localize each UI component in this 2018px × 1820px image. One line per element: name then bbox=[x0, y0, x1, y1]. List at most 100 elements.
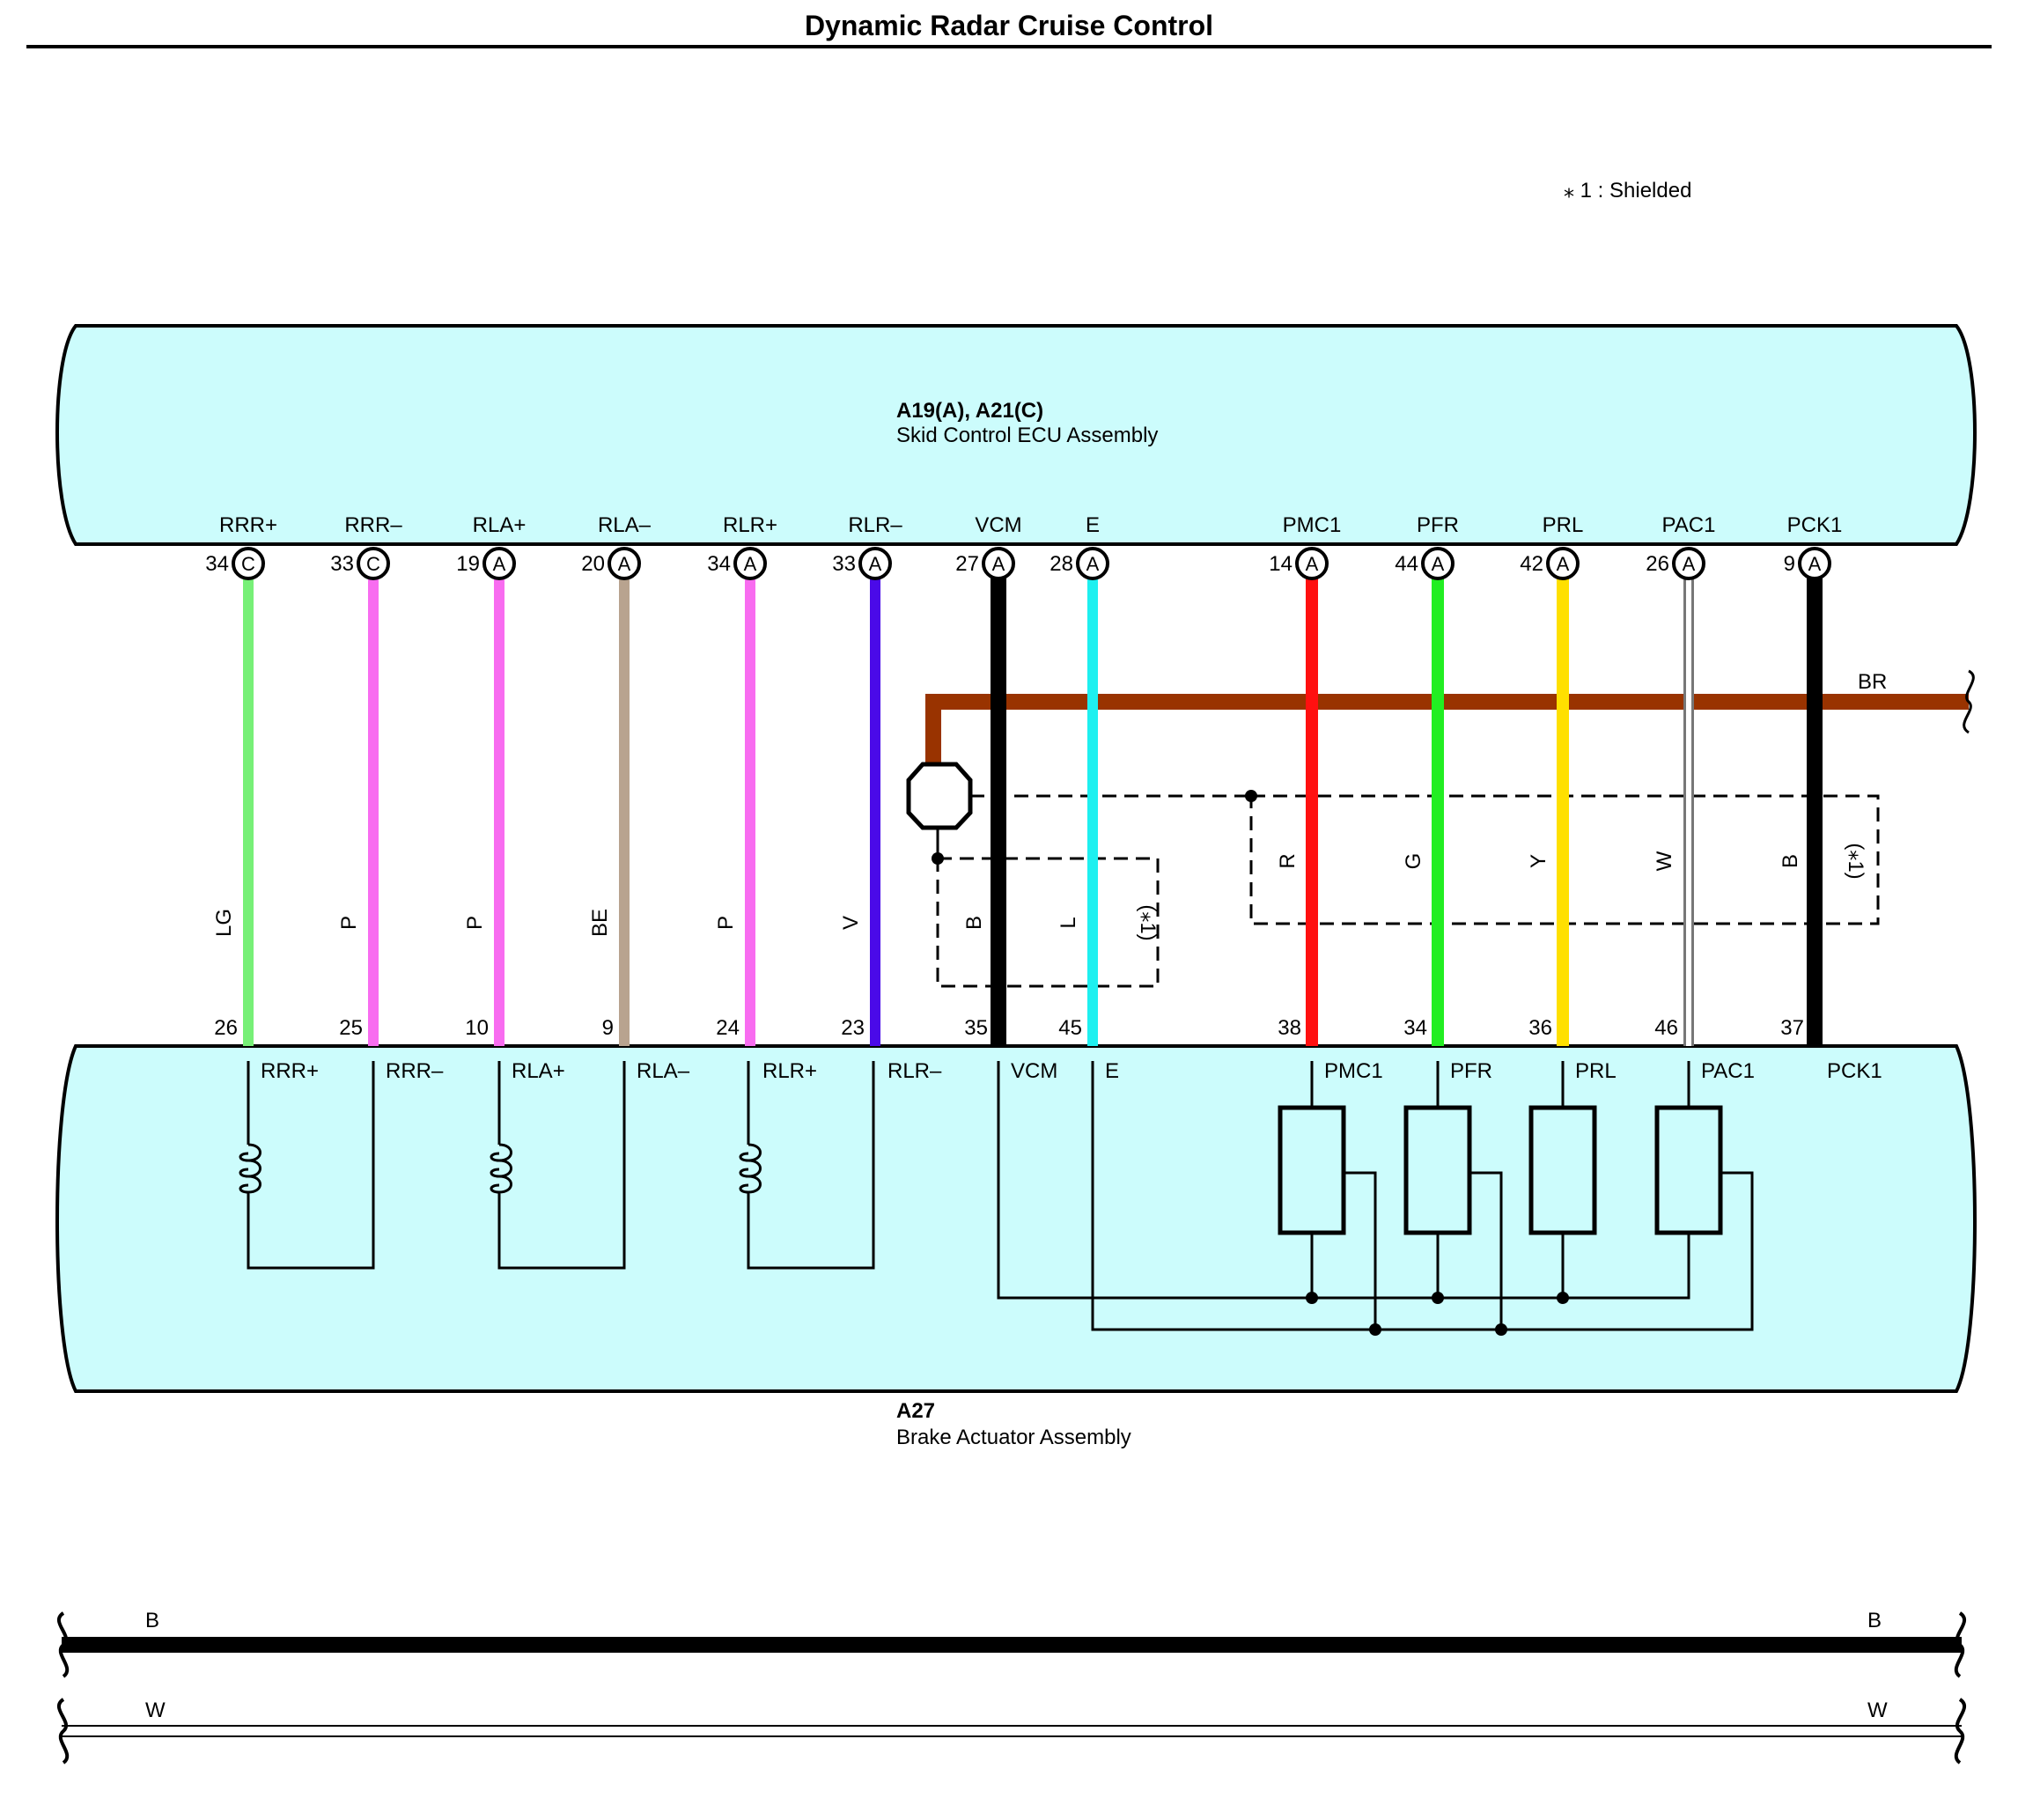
connector-pin-icon bbox=[1076, 547, 1109, 580]
connector-letter: C bbox=[241, 553, 255, 575]
ecu-pin-number: 9 bbox=[1784, 552, 1795, 576]
actuator-terminal-name: RLR+ bbox=[762, 1059, 817, 1083]
connector-letter: A bbox=[992, 553, 1005, 575]
wire-color-code: L bbox=[1057, 917, 1080, 928]
wire-color-code: P bbox=[337, 916, 361, 930]
ecu-terminal-name: PRL bbox=[1543, 513, 1584, 537]
actuator-pin-number: 26 bbox=[214, 1016, 238, 1040]
connector-letter: A bbox=[1808, 553, 1822, 575]
ecu-terminal-name: RLA– bbox=[598, 513, 652, 537]
ecu-pin-number: 34 bbox=[205, 552, 229, 576]
ground-line-w-code-right: W bbox=[1867, 1698, 1888, 1722]
wire-color-code: V bbox=[839, 916, 863, 930]
ecu-pin-number: 42 bbox=[1520, 552, 1543, 576]
ecu-connector-ids: A19(A), A21(C) bbox=[896, 399, 1043, 423]
connector-letter: A bbox=[1306, 553, 1319, 575]
connector-pin-icon bbox=[1421, 547, 1455, 580]
solenoid-coil bbox=[747, 1061, 875, 1270]
connector-pin-icon bbox=[982, 547, 1015, 580]
wire-color-code: BE bbox=[588, 909, 612, 937]
br-wire-label: BR bbox=[1858, 670, 1887, 694]
actuator-terminal-name: VCM bbox=[1011, 1059, 1057, 1083]
actuator-terminal-name: RRR– bbox=[386, 1059, 444, 1083]
junction-dot bbox=[1306, 1292, 1318, 1304]
actuator-terminal-name: RLA+ bbox=[512, 1059, 565, 1083]
br-wire-break-mark bbox=[1963, 669, 1975, 734]
actuator-terminal-name: PCK1 bbox=[1827, 1059, 1882, 1083]
e-ground-bus bbox=[1091, 1061, 1754, 1331]
page-title: Dynamic Radar Cruise Control bbox=[805, 10, 1213, 41]
ecu-terminal-name: RLR+ bbox=[723, 513, 777, 537]
wire-color-code: B bbox=[962, 916, 986, 930]
actuator-internal-circuits bbox=[239, 1061, 1754, 1336]
actuator-pin-number: 45 bbox=[1058, 1016, 1082, 1040]
br-wire bbox=[925, 694, 1969, 768]
connector-letter: A bbox=[869, 553, 882, 575]
actuator-pin-number: 24 bbox=[716, 1016, 740, 1040]
actuator-pin-number: 23 bbox=[841, 1016, 865, 1040]
actuator-pin-number: 35 bbox=[964, 1016, 988, 1040]
wire-color-code: R bbox=[1276, 853, 1300, 868]
ground-line-b-code-right: B bbox=[1867, 1609, 1882, 1632]
sensor-signal-lines bbox=[1310, 1061, 1690, 1108]
ecu-pin-rrr-plus: C 34 RRR+ bbox=[205, 513, 277, 580]
shield-note: ⁎ 1 : Shielded bbox=[1564, 179, 1691, 203]
actuator-connector-id: A27 bbox=[896, 1399, 935, 1423]
wire-color-code: P bbox=[463, 916, 487, 930]
actuator-terminal-name: RLA– bbox=[637, 1059, 690, 1083]
ecu-pin-number: 27 bbox=[955, 552, 979, 576]
connector-letter: A bbox=[1683, 553, 1696, 575]
connector-pin-icon bbox=[482, 547, 516, 580]
actuator-component-box bbox=[55, 1044, 1977, 1393]
break-mark-left bbox=[56, 1611, 70, 1678]
connector-pin-icon bbox=[733, 547, 767, 580]
ecu-terminal-name: VCM bbox=[975, 513, 1021, 537]
ecu-pin-pac1: A 26 PAC1 bbox=[1646, 513, 1716, 580]
wires-layer: LG26RRR+P25RRR–P10RLA+BE9RLA–P24RLR+V23R… bbox=[212, 562, 1882, 1083]
shield-ground-octagon bbox=[906, 762, 973, 830]
pins-layer: C34RRR+C33RRR–A19RLA+A20RLA–A34RLR+A33RL… bbox=[205, 513, 1843, 580]
coil-icon bbox=[739, 1143, 762, 1206]
ground-line-w: W W bbox=[56, 1698, 1967, 1765]
connector-letter: A bbox=[1086, 553, 1100, 575]
ecu-terminal-name: RRR+ bbox=[219, 513, 277, 537]
ecu-terminal-name: PCK1 bbox=[1787, 513, 1843, 537]
ground-line-b-code-left: B bbox=[145, 1609, 159, 1632]
ecu-terminal-name: PAC1 bbox=[1662, 513, 1716, 537]
ecu-terminal-name: E bbox=[1086, 513, 1100, 537]
break-mark-left bbox=[56, 1698, 70, 1765]
ecu-terminal-name: RRR– bbox=[344, 513, 402, 537]
ecu-terminal-name: PMC1 bbox=[1283, 513, 1342, 537]
break-mark-right bbox=[1954, 1698, 1967, 1765]
connector-pin-icon bbox=[1798, 547, 1831, 580]
connector-pin-icon bbox=[357, 547, 390, 580]
wire-color-code: LG bbox=[212, 909, 236, 937]
solenoid-coil bbox=[247, 1061, 375, 1270]
actuator-pin-number: 10 bbox=[465, 1016, 489, 1040]
ecu-terminal-name: PFR bbox=[1417, 513, 1459, 537]
ecu-pin-number: 26 bbox=[1646, 552, 1669, 576]
connector-letter: A bbox=[1432, 553, 1445, 575]
ecu-component-box bbox=[55, 324, 1977, 546]
ecu-pin-number: 33 bbox=[330, 552, 354, 576]
wire-color-code: G bbox=[1402, 853, 1425, 870]
coil-icon bbox=[490, 1143, 512, 1206]
shield-label-left: (⁎1) bbox=[1136, 904, 1160, 940]
wire-color-code: B bbox=[1779, 854, 1802, 868]
connector-pin-icon bbox=[858, 547, 892, 580]
actuator-terminal-name: RLR– bbox=[887, 1059, 942, 1083]
ecu-pin-number: 14 bbox=[1269, 552, 1293, 576]
